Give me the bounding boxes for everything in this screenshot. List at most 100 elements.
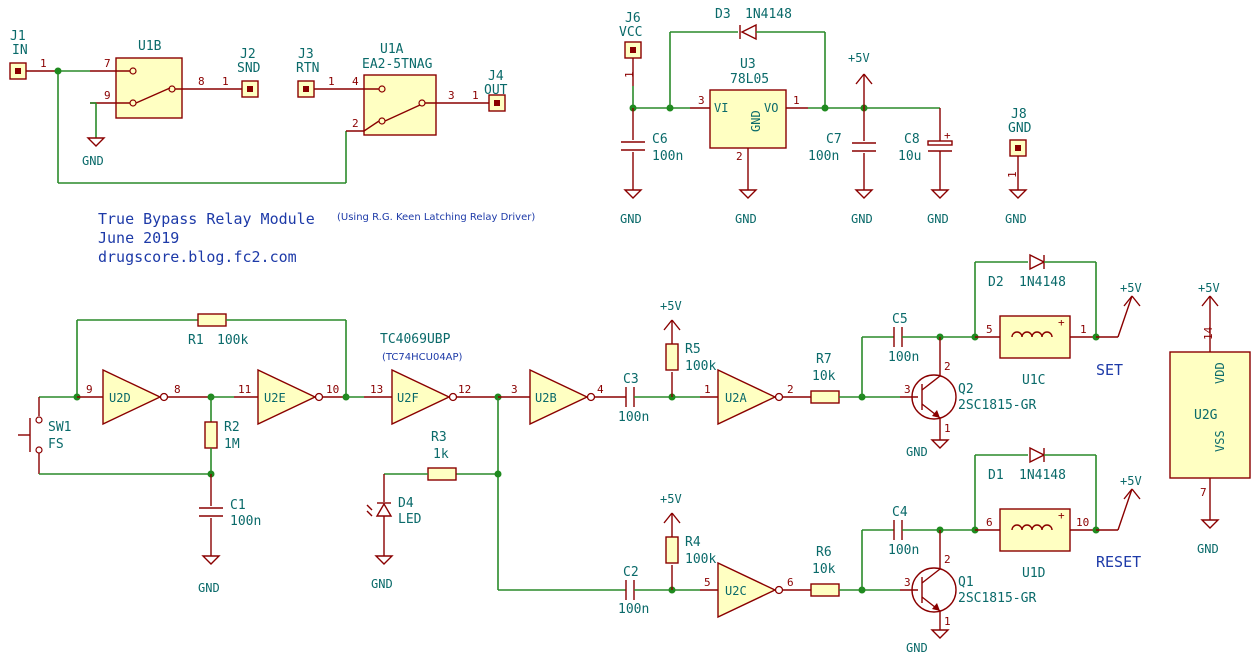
c2-value: 100n — [618, 602, 649, 617]
gnd-c1: GND — [198, 581, 220, 595]
c5-ref: C5 — [892, 312, 908, 327]
j6-ref: J6 — [625, 11, 641, 26]
r5-ref: R5 — [685, 342, 701, 357]
title-line3: drugscore.blog.fc2.com — [98, 248, 297, 266]
reset-label: RESET — [1096, 553, 1141, 571]
u2a-name: U2A — [725, 391, 747, 405]
q1-transistor — [911, 567, 957, 613]
j1-ref: J1 — [10, 29, 26, 44]
r5-value: 100k — [685, 359, 716, 374]
gnd-q2: GND — [906, 445, 928, 459]
gnd-u3: GND — [735, 212, 757, 226]
j2-pin: 1 — [222, 75, 229, 88]
power-supply: J6 VCC 1 GND C6 100n D3 1N4148 U3 78L05 … — [619, 7, 1032, 226]
d1-value: 1N4148 — [1019, 468, 1066, 483]
svg-text:+: + — [1058, 316, 1065, 329]
u2e-gate — [257, 368, 317, 426]
u2a-gate — [717, 368, 777, 426]
q1-pin-b: 3 — [904, 576, 911, 589]
c1-ref: C1 — [230, 498, 246, 513]
c3-value: 100n — [618, 410, 649, 425]
u2e-in: 11 — [238, 383, 251, 396]
j4-pin: 1 — [472, 89, 479, 102]
sw1-ref: SW1 — [48, 420, 71, 435]
u1b-pin8: 8 — [198, 75, 205, 88]
u1b-relay — [115, 57, 183, 119]
u2c-name: U2C — [725, 584, 747, 598]
u2c-in: 5 — [704, 576, 711, 589]
c4-ref: C4 — [892, 505, 908, 520]
d2-value: 1N4148 — [1019, 275, 1066, 290]
u2d-gate — [102, 368, 162, 426]
gnd-u1b: GND — [82, 154, 104, 168]
r4-resistor — [665, 536, 679, 564]
j8-name: GND — [1008, 121, 1032, 136]
r6-resistor — [810, 583, 840, 597]
title-line1: True Bypass Relay Module — [98, 210, 315, 228]
svg-text:+: + — [1058, 509, 1065, 522]
r3-value: 1k — [433, 447, 449, 462]
u2g-vdd: VDD — [1213, 362, 1227, 384]
q2-transistor — [911, 374, 957, 420]
gnd-j8: GND — [1005, 212, 1027, 226]
u3-vi: VI — [714, 101, 728, 115]
u3-pin2: 2 — [736, 150, 743, 163]
j2-name: SND — [237, 61, 261, 76]
u1a-pin3: 3 — [448, 89, 455, 102]
d3-value: 1N4148 — [745, 7, 792, 22]
r1-value: 100k — [217, 333, 248, 348]
u2a-out: 2 — [787, 383, 794, 396]
vplus-top: +5V — [848, 51, 870, 65]
q1-pin-c: 2 — [944, 553, 951, 566]
d4-value: LED — [398, 512, 422, 527]
u1a-ref: U1A — [380, 42, 404, 57]
u3-regulator — [709, 89, 787, 149]
u2b-in: 3 — [511, 383, 518, 396]
u2g-package — [1169, 351, 1251, 479]
u1c-coil — [999, 315, 1071, 359]
u2e-out: 10 — [326, 383, 339, 396]
u2e-name: U2E — [264, 391, 286, 405]
u2b-gate — [529, 368, 589, 426]
u3-vo: VO — [764, 101, 778, 115]
c1-value: 100n — [230, 514, 261, 529]
u1a-value: EA2-5TNAG — [362, 57, 433, 72]
c6-ref: C6 — [652, 132, 668, 147]
u2f-name: U2F — [397, 391, 419, 405]
u3-gnd: GND — [749, 110, 763, 132]
r2-value: 1M — [224, 437, 240, 452]
u1d-pin10: 10 — [1076, 516, 1089, 529]
u2c-out: 6 — [787, 576, 794, 589]
title-block: True Bypass Relay Module (Using R.G. Kee… — [98, 210, 535, 266]
q2-pin-b: 3 — [904, 383, 911, 396]
vplus-r4: +5V — [660, 492, 682, 506]
j1-pad — [15, 68, 21, 74]
gnd-u2g: GND — [1197, 542, 1219, 556]
u1d-ref: U1D — [1022, 566, 1046, 581]
c3-ref: C3 — [623, 372, 639, 387]
u2a-in: 1 — [704, 383, 711, 396]
c8-value: 10u — [898, 149, 921, 164]
svg-text:+: + — [944, 129, 951, 142]
c4-value: 100n — [888, 543, 919, 558]
u1d-pin6: 6 — [986, 516, 993, 529]
r1-ref: R1 — [188, 333, 204, 348]
title-line2: June 2019 — [98, 229, 179, 247]
gnd-c8: GND — [927, 212, 949, 226]
r5-resistor — [665, 343, 679, 371]
d3-ref: D3 — [715, 7, 731, 22]
u2f-out: 12 — [458, 383, 471, 396]
r7-resistor — [810, 390, 840, 404]
j8-ref: J8 — [1011, 107, 1027, 122]
j4-ref: J4 — [488, 69, 504, 84]
j4-name: OUT — [484, 83, 508, 98]
u2g-pin7: 7 — [1200, 486, 1207, 499]
u1a-pin2: 2 — [352, 117, 359, 130]
r7-ref: R7 — [816, 352, 832, 367]
r2-ref: R2 — [224, 420, 240, 435]
title-note: (Using R.G. Keen Latching Relay Driver) — [337, 212, 535, 223]
u2g-pin14: 14 — [1202, 326, 1215, 340]
inverter-alt-label: (TC74HCU04AP) — [382, 352, 463, 363]
c7-ref: C7 — [826, 132, 842, 147]
r4-value: 100k — [685, 552, 716, 567]
